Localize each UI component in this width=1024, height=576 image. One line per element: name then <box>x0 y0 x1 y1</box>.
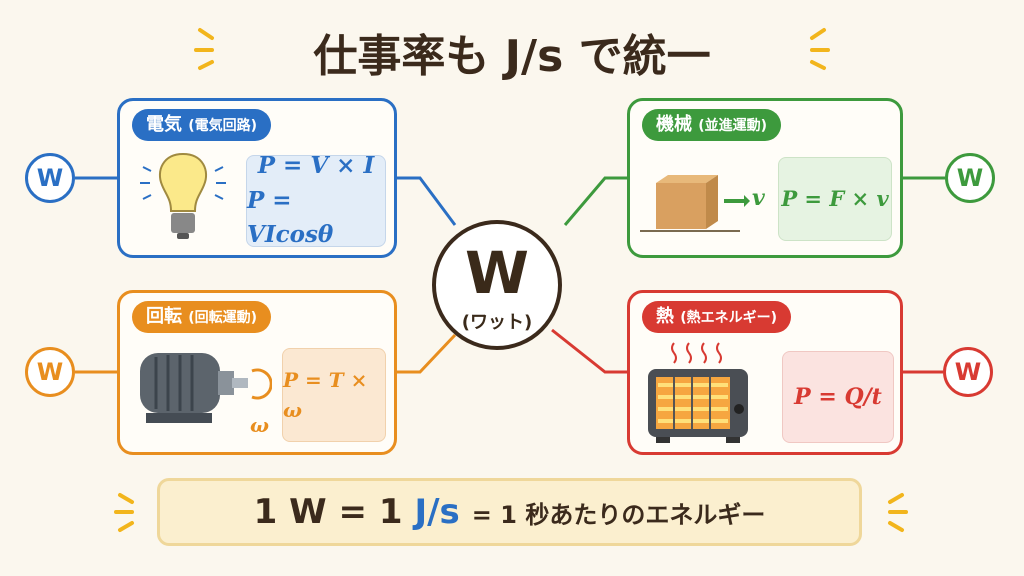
watt-badge: W <box>25 153 75 203</box>
watt-symbol: W <box>465 239 529 307</box>
omega-label: ω <box>250 413 270 437</box>
definition-rhs: = 1 秒あたりのエネルギー <box>471 500 766 529</box>
light-bulb-icon <box>140 152 226 239</box>
panel-rotation: 回転 (回転運動) ω P = T × ω <box>117 290 397 455</box>
page-title: 仕事率も J/s で統一 <box>313 31 711 82</box>
watt-badge: W <box>945 153 995 203</box>
panel-tag: 熱 (熱エネルギー) <box>642 301 792 333</box>
formula: P = T × ω <box>283 368 368 422</box>
panel-electric: 電気 (電気回路) P = V × I P = VIcosθ <box>117 98 397 258</box>
watt-label: (ワット) <box>461 312 533 333</box>
tag-label: 回転 <box>146 306 182 327</box>
tag-sub: (熱エネルギー) <box>680 310 778 326</box>
motor-icon <box>140 353 272 423</box>
formula-box: P = F × v <box>778 157 892 241</box>
formula: P = Q/t <box>794 383 882 410</box>
formula-box: P = Q/t <box>782 351 894 443</box>
panel-tag: 電気 (電気回路) <box>132 109 272 141</box>
tag-sub: (回転運動) <box>188 310 258 326</box>
tag-label: 熱 <box>656 306 674 327</box>
tag-label: 機械 <box>656 114 692 135</box>
heater-icon <box>648 342 748 443</box>
formula: P = V × I <box>257 152 375 180</box>
tag-sub: (並進運動) <box>698 118 768 134</box>
spark-icon <box>114 28 908 532</box>
watt-badge: W <box>943 347 993 397</box>
box-icon <box>640 175 750 232</box>
panel-tag: 回転 (回転運動) <box>132 301 272 333</box>
tag-sub: (電気回路) <box>188 118 258 134</box>
panel-heat: 熱 (熱エネルギー) P = Q/t <box>627 290 903 455</box>
definition-lhs: 1 W = 1 <box>253 492 403 532</box>
formula-box: P = V × I P = VIcosθ <box>246 152 386 248</box>
panel-mechanical: 機械 (並進運動) v P = F × v <box>627 98 903 258</box>
tag-label: 電気 <box>146 114 182 135</box>
formula: P = VIcosθ <box>247 186 334 249</box>
definition-unit: J/s <box>414 492 460 532</box>
formula-box: P = T × ω <box>282 348 386 442</box>
watt-center-node: W (ワット) <box>432 220 562 350</box>
watt-badge: W <box>25 347 75 397</box>
panel-tag: 機械 (並進運動) <box>642 109 782 141</box>
formula: P = F × v <box>781 186 889 212</box>
definition-banner: 1 W = 1 J/s = 1 秒あたりのエネルギー <box>157 478 862 546</box>
velocity-label: v <box>752 185 765 211</box>
